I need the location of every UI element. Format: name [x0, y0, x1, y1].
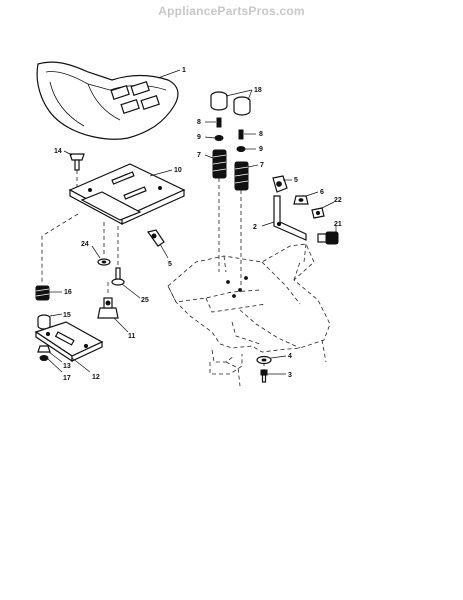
- callout-5-right: 5: [294, 177, 298, 184]
- callout-13: 13: [63, 363, 71, 370]
- callout-14: 14: [54, 148, 62, 155]
- spring-16[interactable]: [35, 285, 50, 301]
- tractor-frame: [167, 243, 331, 387]
- bracket-5-right[interactable]: [272, 175, 288, 193]
- callout-22: 22: [334, 197, 342, 204]
- watermark: AppliancePartsPros.com: [158, 4, 305, 18]
- callout-4: 4: [288, 353, 292, 360]
- callout-25: 25: [141, 297, 149, 304]
- callout-10: 10: [174, 167, 182, 174]
- bolt-left[interactable]: [216, 117, 222, 128]
- washer-left[interactable]: [214, 135, 224, 141]
- nut-13[interactable]: [37, 345, 51, 353]
- seat-bracket[interactable]: [146, 229, 165, 247]
- callout-8-left: 8: [197, 119, 201, 126]
- bolt-right[interactable]: [238, 129, 244, 140]
- support-bracket[interactable]: [273, 195, 307, 241]
- callout-5-left: 5: [168, 261, 172, 268]
- callout-1: 1: [182, 67, 186, 74]
- callout-11: 11: [128, 333, 136, 340]
- bumper-left[interactable]: [210, 91, 228, 111]
- seat-switch[interactable]: [317, 231, 339, 245]
- bolt-25[interactable]: [111, 267, 125, 286]
- spring-right[interactable]: [234, 161, 249, 191]
- callout-17: 17: [63, 375, 71, 382]
- nut-6[interactable]: [293, 195, 309, 205]
- callout-24: 24: [81, 241, 89, 248]
- callout-16: 16: [64, 289, 72, 296]
- pivot-bracket[interactable]: [97, 297, 119, 319]
- callout-9-left: 9: [197, 134, 201, 141]
- callout-8-right: 8: [259, 131, 263, 138]
- washer-17[interactable]: [39, 355, 49, 361]
- seat[interactable]: [36, 61, 179, 140]
- callout-15: 15: [63, 312, 71, 319]
- callout-3: 3: [288, 372, 292, 379]
- washer-4[interactable]: [256, 355, 272, 365]
- callout-21: 21: [334, 221, 342, 228]
- washer-24[interactable]: [97, 258, 111, 266]
- bushing-15[interactable]: [37, 314, 51, 330]
- washer-right[interactable]: [236, 146, 246, 152]
- spring-left[interactable]: [212, 149, 227, 179]
- callout-7-left: 7: [197, 152, 201, 159]
- bumper-right[interactable]: [233, 96, 251, 116]
- slide-plate[interactable]: [34, 321, 104, 363]
- nut-22[interactable]: [311, 207, 325, 219]
- callout-6: 6: [320, 189, 324, 196]
- callout-9-right: 9: [259, 146, 263, 153]
- callout-12: 12: [92, 374, 100, 381]
- callout-18: 18: [254, 87, 262, 94]
- callout-7-right: 7: [260, 162, 264, 169]
- knob-bolt[interactable]: [69, 153, 85, 171]
- callout-2: 2: [253, 224, 257, 231]
- seat-pan[interactable]: [68, 163, 186, 226]
- bolt-3[interactable]: [260, 369, 268, 383]
